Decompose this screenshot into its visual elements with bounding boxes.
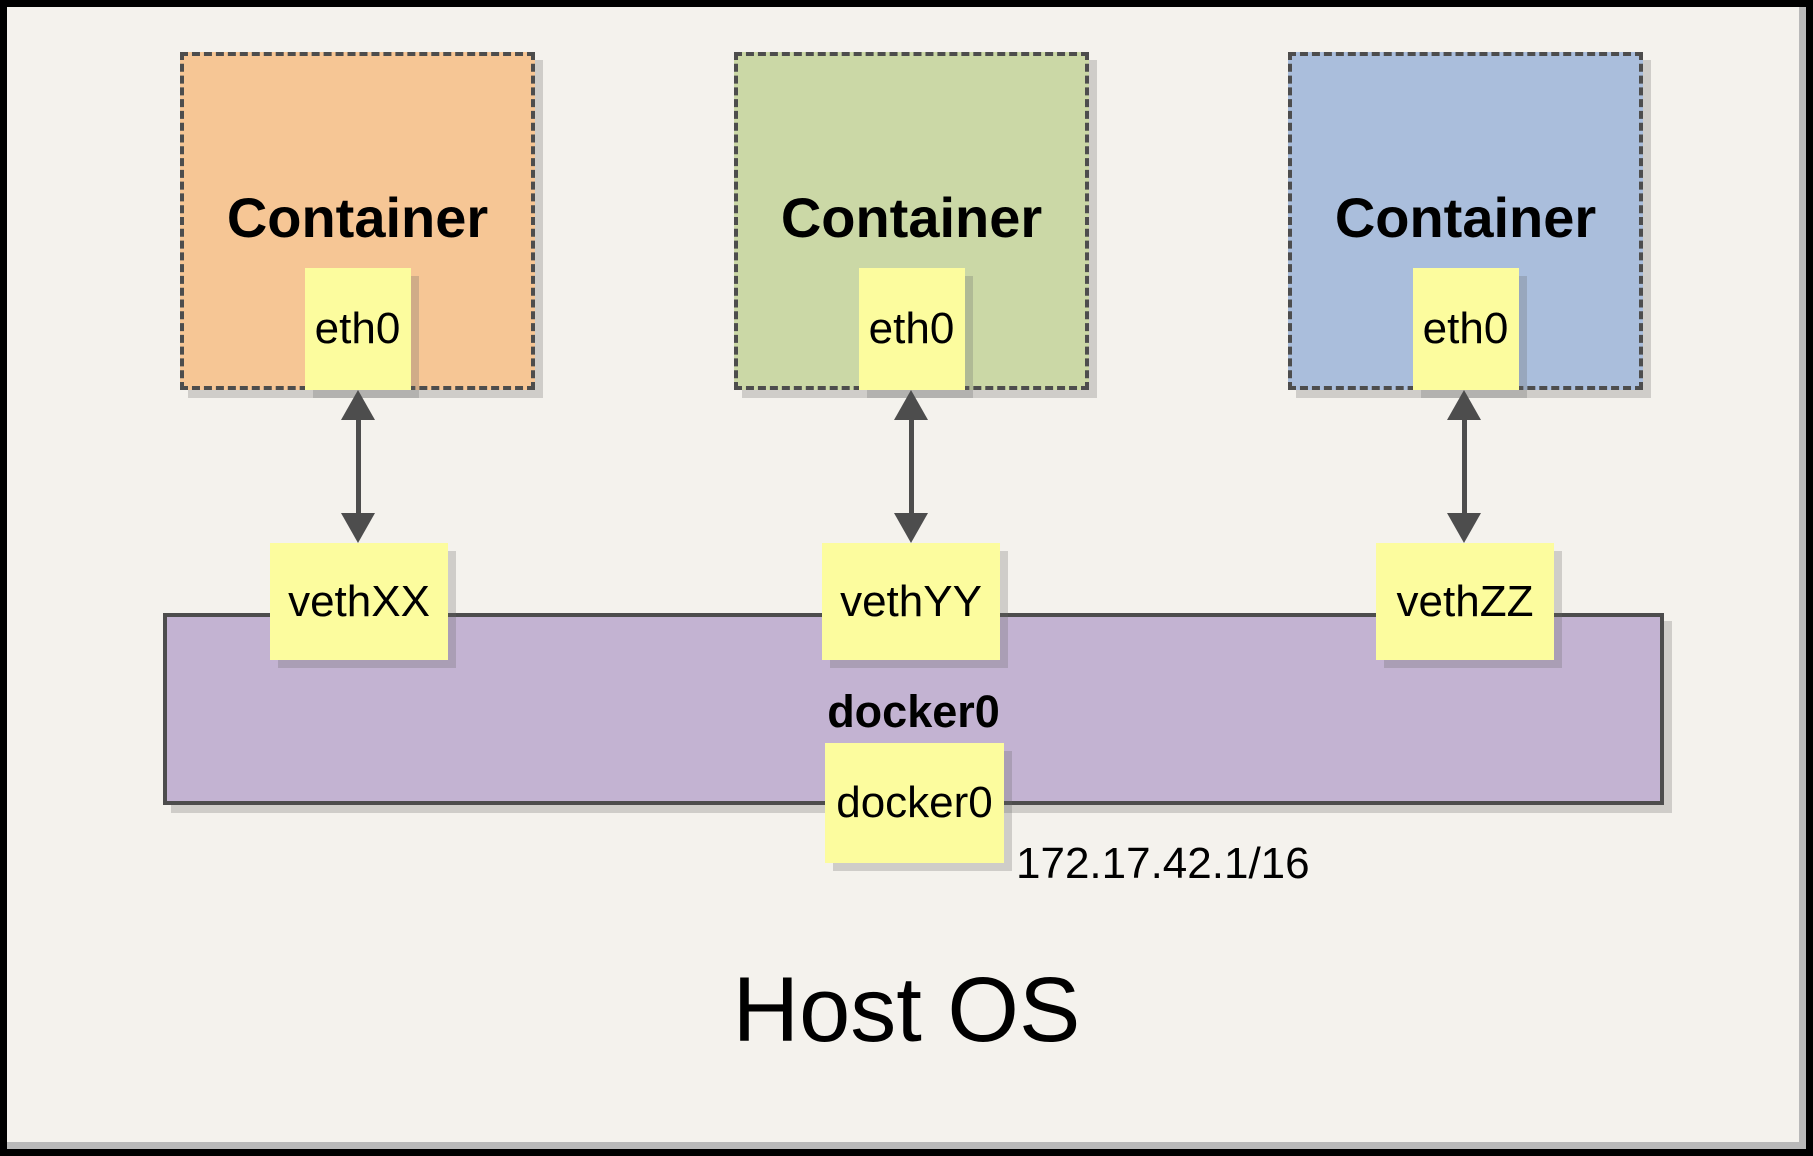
arrowhead-down-icon <box>894 513 928 543</box>
veth-label: vethYY <box>840 576 982 626</box>
container-box-3: Container eth0 <box>1288 52 1643 390</box>
bridge-name-label: docker0 <box>827 686 1000 737</box>
connector-arrow-1 <box>341 390 375 543</box>
container-box-2: Container eth0 <box>734 52 1089 390</box>
eth0-box: eth0 <box>1412 268 1519 390</box>
container-box-1: Container eth0 <box>180 52 535 390</box>
eth0-box: eth0 <box>858 268 965 390</box>
eth0-box: eth0 <box>304 268 411 390</box>
bridge-interface-label: docker0 <box>836 778 993 827</box>
veth-box-1: vethXX <box>270 543 448 660</box>
eth0-label: eth0 <box>868 304 955 353</box>
arrowhead-down-icon <box>1447 513 1481 543</box>
eth0-label: eth0 <box>314 304 401 353</box>
bridge-interface-box: docker0 <box>825 743 1004 863</box>
arrowhead-up-icon <box>1447 390 1481 420</box>
bridge-ip-label: 172.17.42.1/16 <box>1016 839 1310 888</box>
connector-arrow-3 <box>1447 390 1481 543</box>
veth-box-3: vethZZ <box>1376 543 1554 660</box>
host-os-label: Host OS <box>732 959 1081 1061</box>
veth-label: vethXX <box>288 576 430 626</box>
arrowhead-down-icon <box>341 513 375 543</box>
arrowhead-up-icon <box>341 390 375 420</box>
arrowhead-up-icon <box>894 390 928 420</box>
arrow-shaft <box>1461 416 1467 517</box>
veth-label: vethZZ <box>1396 576 1534 626</box>
veth-box-2: vethYY <box>822 543 1000 660</box>
eth0-label: eth0 <box>1422 304 1509 353</box>
container-label: Container <box>780 185 1043 249</box>
container-label: Container <box>1334 185 1597 249</box>
container-label: Container <box>226 185 489 249</box>
arrow-shaft <box>355 416 361 517</box>
arrow-shaft <box>908 416 914 517</box>
connector-arrow-2 <box>894 390 928 543</box>
